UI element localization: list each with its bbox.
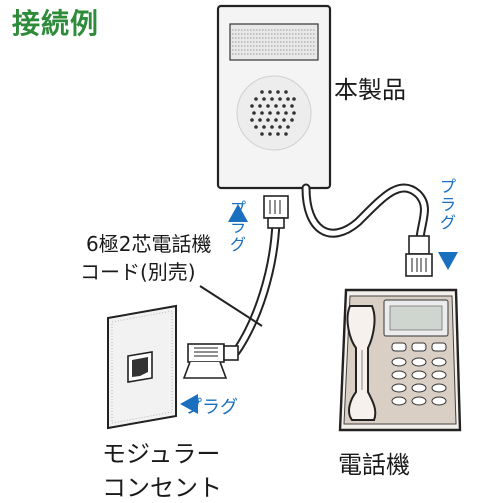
phone-label: 電話機 xyxy=(338,451,410,479)
jack-label-line2: コンセント xyxy=(102,474,222,502)
plug-label-char: グ xyxy=(439,213,456,232)
arrow-up-icon xyxy=(228,204,248,222)
device-unit xyxy=(216,4,332,190)
plug-label-jack: プラグ xyxy=(184,397,238,418)
plug-label-char: プ xyxy=(439,177,456,196)
plug-label-char: プ xyxy=(229,199,246,218)
cord-label-line2: コード(別売) xyxy=(80,260,196,284)
device-grille xyxy=(232,29,316,55)
arrow-down-icon xyxy=(438,252,458,270)
speaker-holes xyxy=(250,90,296,136)
modular-jack xyxy=(107,304,177,430)
telephone xyxy=(338,288,462,432)
plug-label-device: プラグ xyxy=(226,200,250,254)
device-label: 本製品 xyxy=(334,76,406,104)
plug-connector-jack xyxy=(182,343,239,379)
jack-label-line1: モジュラー xyxy=(102,440,221,468)
cable-device-to-phone xyxy=(301,183,433,277)
phone-handset xyxy=(346,305,377,421)
cable-device-to-jack xyxy=(182,195,289,379)
phone-keypad xyxy=(391,342,447,406)
arrow-left-icon xyxy=(180,394,198,414)
cord-leader-line xyxy=(199,285,263,327)
speaker-icon xyxy=(236,75,312,151)
plug-label-char: ラ xyxy=(439,195,456,214)
plug-label-phone: プラグ xyxy=(436,178,460,232)
cord-label-line1: 6極2芯電話機 xyxy=(86,232,212,256)
plug-connector-device xyxy=(263,195,289,229)
plug-label-char: ラ xyxy=(229,217,246,236)
plug-connector-phone xyxy=(405,235,433,277)
plug-label-char: グ xyxy=(229,235,246,254)
page-title: 接続例 xyxy=(12,7,100,40)
